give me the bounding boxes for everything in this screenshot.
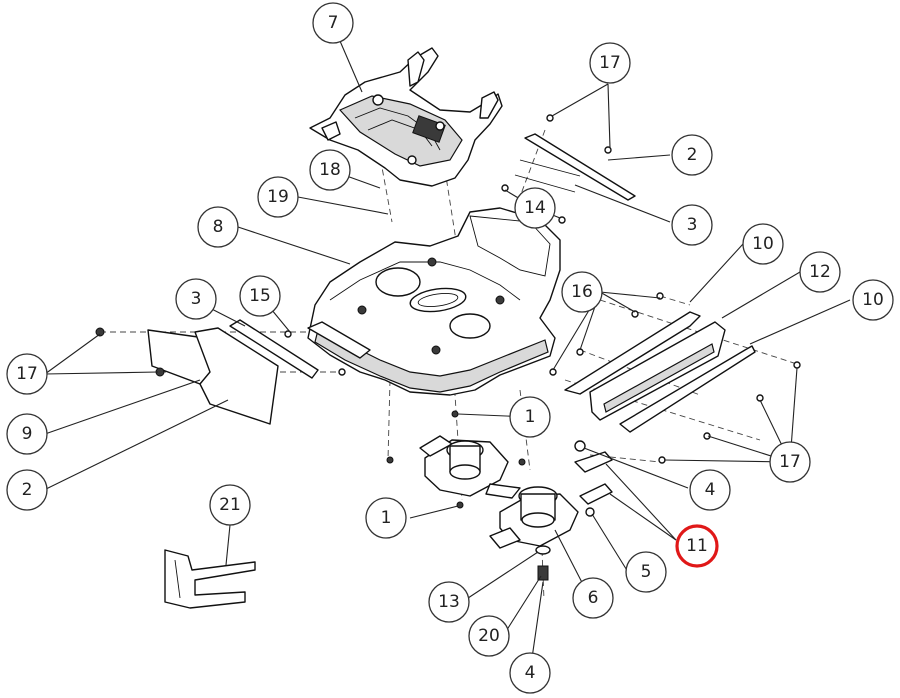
callout-19[interactable]: 19 — [257, 176, 299, 218]
svg-text:4: 4 — [705, 480, 716, 500]
svg-text:6: 6 — [588, 588, 599, 608]
part-6-blade-adapters — [386, 410, 613, 581]
svg-text:9: 9 — [22, 424, 33, 444]
svg-text:7: 7 — [328, 13, 339, 33]
svg-text:2: 2 — [687, 145, 698, 165]
callout-6[interactable]: 6 — [572, 577, 614, 619]
callout-16[interactable]: 16 — [561, 271, 603, 313]
svg-text:10: 10 — [862, 290, 884, 310]
svg-text:16: 16 — [571, 282, 593, 302]
svg-text:4: 4 — [525, 663, 536, 683]
callout-11-highlighted[interactable]: 11 — [675, 524, 719, 568]
svg-text:20: 20 — [478, 626, 500, 646]
callout-8[interactable]: 8 — [197, 206, 239, 248]
callout-4[interactable]: 4 — [509, 652, 551, 694]
callout-15[interactable]: 15 — [239, 275, 281, 317]
part-9-2-left-plates — [95, 319, 346, 425]
svg-text:11: 11 — [686, 536, 708, 556]
callout-10[interactable]: 10 — [742, 223, 784, 265]
callout-3[interactable]: 3 — [671, 204, 713, 246]
callout-17[interactable]: 17 — [589, 42, 631, 84]
callout-18[interactable]: 18 — [309, 149, 351, 191]
svg-text:15: 15 — [249, 286, 271, 306]
callout-7[interactable]: 7 — [312, 2, 354, 44]
svg-text:3: 3 — [191, 289, 202, 309]
callout-13[interactable]: 13 — [428, 581, 470, 623]
callout-9[interactable]: 9 — [6, 413, 48, 455]
callout-4[interactable]: 4 — [689, 469, 731, 511]
callout-12[interactable]: 12 — [799, 251, 841, 293]
callout-17[interactable]: 17 — [6, 353, 48, 395]
svg-text:8: 8 — [213, 217, 224, 237]
svg-text:1: 1 — [381, 508, 392, 528]
svg-text:1: 1 — [525, 407, 536, 427]
part-21-bracket — [164, 549, 256, 609]
svg-text:2: 2 — [22, 480, 33, 500]
callout-1[interactable]: 1 — [365, 497, 407, 539]
svg-text:3: 3 — [687, 215, 698, 235]
svg-text:10: 10 — [752, 234, 774, 254]
callout-3[interactable]: 3 — [175, 278, 217, 320]
svg-text:17: 17 — [779, 452, 801, 472]
svg-text:14: 14 — [524, 198, 546, 218]
svg-text:17: 17 — [599, 53, 621, 73]
callout-17[interactable]: 17 — [769, 441, 811, 483]
callout-21[interactable]: 21 — [209, 484, 251, 526]
callout-14[interactable]: 14 — [514, 187, 556, 229]
callout-5[interactable]: 5 — [625, 551, 667, 593]
svg-text:12: 12 — [809, 262, 831, 282]
svg-text:21: 21 — [219, 495, 241, 515]
svg-text:17: 17 — [16, 364, 38, 384]
svg-text:5: 5 — [641, 562, 652, 582]
callout-10[interactable]: 10 — [852, 279, 894, 321]
callout-2[interactable]: 2 — [671, 134, 713, 176]
part-8-main-plate — [307, 207, 561, 396]
callout-2[interactable]: 2 — [6, 469, 48, 511]
callouts: 7 17 2 18 19 14 3 8 10 12 10 16 3 15 17 … — [6, 2, 894, 694]
part-2-3-strips-top — [501, 114, 636, 224]
part-7-top-bracket — [309, 47, 503, 187]
part-10-12-rails — [549, 292, 801, 464]
svg-text:18: 18 — [319, 160, 341, 180]
svg-text:13: 13 — [438, 592, 460, 612]
svg-text:19: 19 — [267, 187, 289, 207]
callout-1[interactable]: 1 — [509, 396, 551, 438]
callout-20[interactable]: 20 — [468, 615, 510, 657]
